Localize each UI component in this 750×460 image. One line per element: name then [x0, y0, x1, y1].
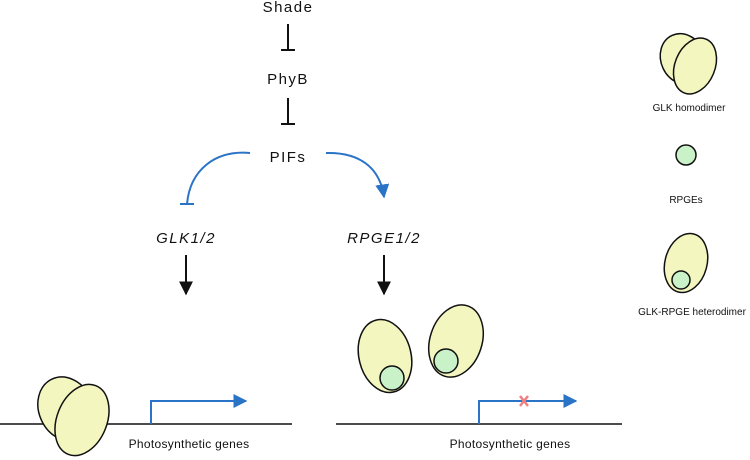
glk-rpge-heterodimer-1: [357, 318, 413, 394]
legend-glk-homodimer: GLK homodimer: [653, 32, 726, 114]
rpge-gene-label: RPGE1/2: [347, 230, 421, 247]
photosynthetic-genes-label-right: Photosynthetic genes: [450, 437, 571, 451]
transcription-start-arrow-left: [150, 394, 248, 424]
legend-rpge-dot: [675, 144, 697, 166]
glk-monomer-front: [54, 383, 110, 457]
blocked-transcription-x-icon: [519, 395, 529, 407]
legend-rpges: RPGEs: [669, 144, 703, 206]
glk-rpge-heterodimer-2: [428, 304, 484, 378]
shade-label: Shade: [263, 0, 314, 16]
glk-gene-label: GLK1/2: [156, 230, 216, 247]
legend-homodimer-label: GLK homodimer: [653, 103, 726, 114]
legend-heterodimer-rpge: [671, 270, 691, 290]
phyb-inhibits-pifs-arrow: [281, 98, 295, 125]
shade-inhibits-phyb-arrow: [281, 24, 295, 51]
photosynthetic-genes-label-left: Photosynthetic genes: [129, 437, 250, 451]
legend-glk-rpge-heterodimer: GLK-RPGE heterodimer: [638, 232, 747, 318]
legend-homodimer-front: [672, 37, 718, 95]
glk-homodimer-on-dna: [0, 376, 292, 457]
pifs-activate-rpge-arrow: [325, 151, 390, 199]
phyb-label: PhyB: [267, 71, 309, 88]
pifs-label: PIFs: [270, 149, 307, 166]
pifs-inhibit-glk-arrow: [180, 151, 251, 205]
legend-rpges-label: RPGEs: [669, 195, 702, 206]
legend-heterodimer-label: GLK-RPGE heterodimer: [638, 307, 746, 318]
transcription-start-arrow-right: [478, 394, 578, 424]
